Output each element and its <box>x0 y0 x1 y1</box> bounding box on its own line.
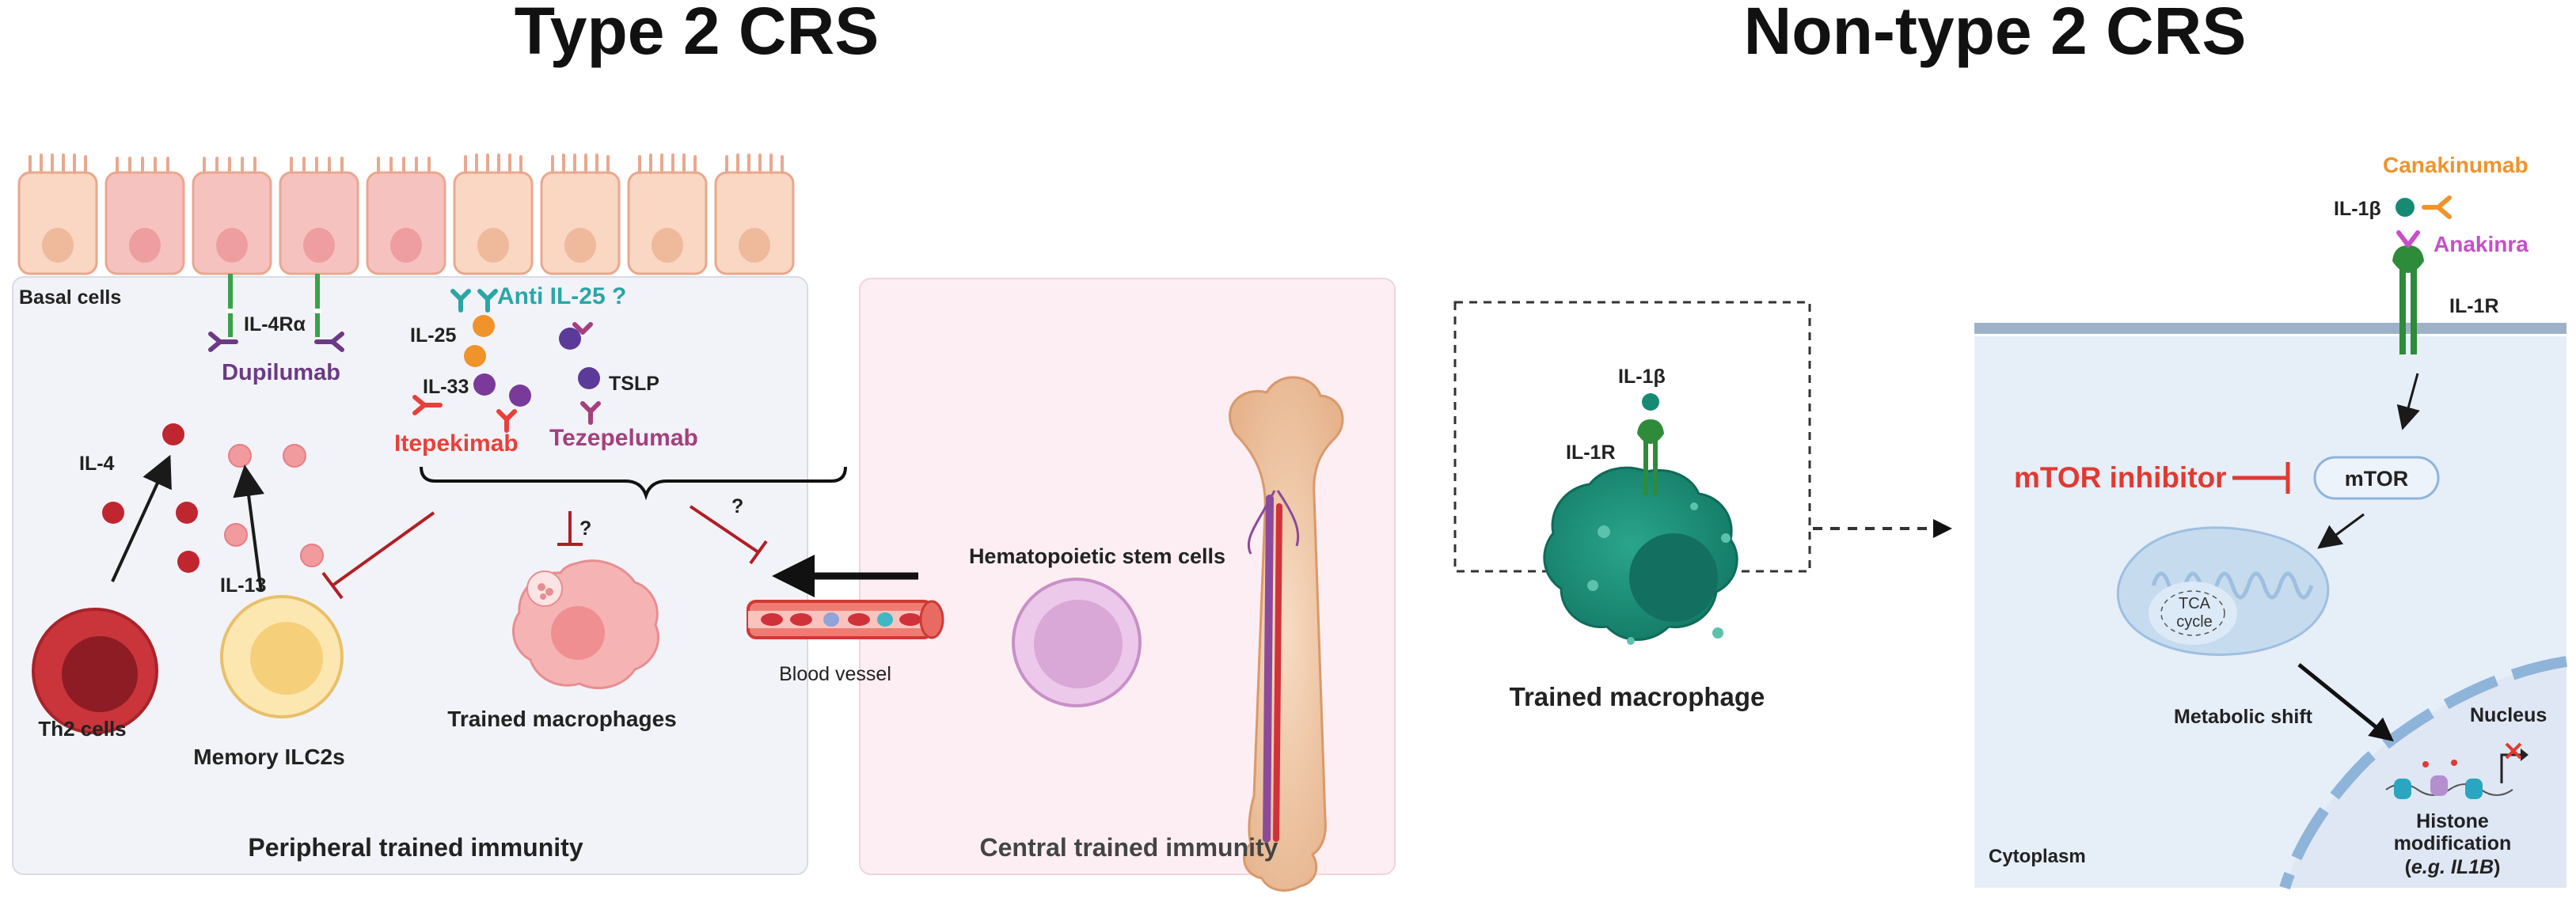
label-il1b-macrophage: IL-1β <box>1618 366 1666 388</box>
blood-vessel <box>747 600 944 639</box>
label-il25: IL-25 <box>410 324 456 347</box>
label-nucleus: Nucleus <box>2470 704 2547 726</box>
label-il4ra: IL-4Rα <box>244 313 306 335</box>
label-dupilumab: Dupilumab <box>222 360 340 385</box>
il1r-receptor <box>2392 245 2424 354</box>
dupilumab-antibodies <box>208 332 344 352</box>
bone <box>1229 376 1344 892</box>
inhibition-lines-left <box>321 505 768 600</box>
label-il1b-right: IL-1β <box>2334 198 2381 220</box>
label-il4: IL-4 <box>79 453 115 475</box>
itepekimab-antibodies <box>412 395 517 433</box>
cytokines-il25 <box>464 315 495 367</box>
label-tca-2: cycle <box>2176 613 2213 631</box>
il13-molecules <box>224 444 324 567</box>
arrow-mtor-mito <box>2317 513 2365 549</box>
mitochondrion <box>2116 526 2330 656</box>
label-il1r-right: IL-1R <box>2449 295 2499 317</box>
il4-molecules <box>102 423 199 573</box>
question-vessel: ? <box>731 495 743 517</box>
label-mtor: mTOR <box>2345 467 2409 491</box>
label-ilc2: Memory ILC2s <box>193 745 344 769</box>
zoom-arrowhead <box>1933 519 1952 538</box>
label-trained-macrophage: Trained macrophage <box>1510 682 1765 711</box>
ilc2-cell <box>220 595 344 718</box>
il1b-molecule <box>2396 198 2415 217</box>
trained-macrophage-teal <box>1543 466 1738 645</box>
cytokines-il33 <box>473 373 531 407</box>
label-il1r-macrophage: IL-1R <box>1566 442 1616 464</box>
label-central: Central trained immunity <box>980 833 1279 862</box>
cytokines-tslp <box>559 328 600 389</box>
il4ra-receptors <box>226 274 321 337</box>
anakinra-molecule <box>2396 230 2420 248</box>
label-histone-1: Histone <box>2416 810 2489 832</box>
label-tezepelumab: Tezepelumab <box>549 425 698 451</box>
label-il33: IL-33 <box>423 376 469 398</box>
tezepelumab-antibodies <box>572 322 601 425</box>
membrane-highlight <box>1974 334 2567 336</box>
label-tca-1: TCA <box>2179 595 2211 612</box>
cytokine-brace <box>420 466 847 501</box>
arrow-metabolic-shift <box>2297 663 2394 742</box>
label-hsc: Hematopoietic stem cells <box>969 544 1225 568</box>
label-anakinra: Anakinra <box>2434 232 2529 256</box>
anti-il25-antibodies <box>450 289 498 313</box>
title-non-type2: Non-type 2 CRS <box>1744 0 2247 68</box>
histone-dna <box>2385 742 2529 799</box>
label-histone-2: modification <box>2394 832 2512 855</box>
label-cytoplasm: Cytoplasm <box>1989 846 2086 867</box>
label-th2: Th2 cells <box>38 717 126 741</box>
label-trained-macrophages: Trained macrophages <box>447 707 676 731</box>
mtor-box <box>2313 456 2440 500</box>
label-metabolic-shift: Metabolic shift <box>2174 706 2313 728</box>
question-macrophage: ? <box>579 517 591 540</box>
label-tslp: TSLP <box>609 373 659 395</box>
arrow-ilc2-il13 <box>233 464 264 593</box>
label-mtor-inhibitor: mTOR inhibitor <box>2014 461 2227 494</box>
nuclear-envelope <box>2279 656 2568 890</box>
canakinumab-antibody <box>2422 195 2452 219</box>
il1r-receptor-macrophage <box>1637 393 1664 495</box>
cell-membrane <box>1974 323 2567 334</box>
label-histone-3: (e.g. IL1B) <box>2405 856 2501 878</box>
arrow-th2-il4 <box>111 454 172 582</box>
label-anti-il25: Anti IL-25 ? <box>497 283 626 309</box>
epithelial-cells <box>17 153 795 275</box>
peripheral-panel <box>12 276 808 875</box>
label-basal-cells: Basal cells <box>19 286 121 309</box>
hsc-cell <box>1012 578 1142 707</box>
th2-cell <box>32 608 158 734</box>
label-canakinumab: Canakinumab <box>2383 153 2529 177</box>
arrow-receptor-mtor <box>2396 373 2420 430</box>
trained-macrophage-pink <box>512 559 660 690</box>
nucleus <box>2285 661 2567 888</box>
label-peripheral: Peripheral trained immunity <box>248 833 583 862</box>
label-blood-vessel: Blood vessel <box>779 663 891 685</box>
title-type2: Type 2 CRS <box>515 0 880 68</box>
label-itepekimab: Itepekimab <box>394 430 519 457</box>
